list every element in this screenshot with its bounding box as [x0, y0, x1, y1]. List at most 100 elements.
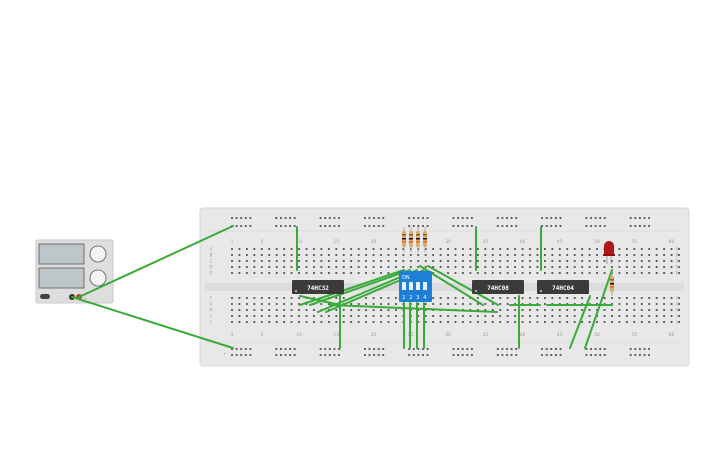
breadboard-hole[interactable] [373, 354, 375, 356]
breadboard-hole[interactable] [305, 248, 308, 250]
breadboard-hole[interactable] [506, 309, 509, 311]
breadboard-hole[interactable] [551, 309, 554, 311]
breadboard-hole[interactable] [424, 254, 427, 256]
breadboard-hole[interactable] [625, 321, 628, 323]
breadboard-hole[interactable] [373, 217, 375, 219]
breadboard-hole[interactable] [618, 248, 621, 250]
dip-toggle-2[interactable] [409, 282, 413, 290]
current-knob[interactable] [89, 269, 107, 287]
breadboard-hole[interactable] [648, 309, 651, 311]
breadboard-hole[interactable] [372, 260, 375, 262]
breadboard-hole[interactable] [596, 321, 598, 323]
breadboard-hole[interactable] [357, 266, 360, 268]
breadboard-hole[interactable] [469, 248, 472, 250]
breadboard-hole[interactable] [231, 348, 233, 350]
breadboard-hole[interactable] [476, 254, 479, 256]
breadboard-hole[interactable] [253, 321, 256, 323]
breadboard-hole[interactable] [521, 309, 524, 311]
breadboard-hole[interactable] [573, 272, 576, 274]
breadboard-hole[interactable] [670, 297, 673, 299]
breadboard-hole[interactable] [327, 254, 330, 256]
breadboard-hole[interactable] [253, 315, 256, 317]
breadboard-hole[interactable] [655, 315, 658, 317]
breadboard-hole[interactable] [462, 315, 464, 317]
breadboard-hole[interactable] [305, 321, 308, 323]
breadboard-hole[interactable] [588, 260, 591, 262]
breadboard-hole[interactable] [422, 225, 424, 227]
breadboard-hole[interactable] [305, 266, 308, 268]
breadboard-hole[interactable] [545, 348, 548, 350]
breadboard-hole[interactable] [447, 248, 449, 250]
breadboard-hole[interactable] [289, 225, 291, 227]
breadboard-hole[interactable] [506, 260, 509, 262]
breadboard-hole[interactable] [275, 254, 278, 256]
breadboard-hole[interactable] [499, 309, 502, 311]
breadboard-hole[interactable] [603, 225, 606, 227]
breadboard-hole[interactable] [284, 348, 287, 350]
breadboard-hole[interactable] [640, 254, 643, 256]
breadboard-hole[interactable] [320, 321, 323, 323]
breadboard-hole[interactable] [327, 303, 330, 305]
breadboard-hole[interactable] [283, 254, 286, 256]
breadboard-hole[interactable] [514, 266, 516, 268]
breadboard-hole[interactable] [551, 321, 554, 323]
breadboard-hole[interactable] [253, 272, 256, 274]
breadboard-hole[interactable] [238, 266, 241, 268]
power-supply[interactable]: + - [35, 239, 114, 304]
breadboard-hole[interactable] [491, 321, 494, 323]
breadboard-hole[interactable] [484, 309, 487, 311]
breadboard-hole[interactable] [244, 217, 247, 219]
breadboard-hole[interactable] [417, 321, 420, 323]
wire-power-negative[interactable] [71, 296, 234, 349]
breadboard-hole[interactable] [432, 266, 435, 268]
breadboard-hole[interactable] [529, 254, 531, 256]
breadboard-hole[interactable] [260, 266, 263, 268]
breadboard-hole[interactable] [491, 315, 494, 317]
wire-power-positive[interactable] [78, 225, 234, 298]
breadboard-hole[interactable] [633, 254, 636, 256]
breadboard-hole[interactable] [290, 272, 293, 274]
breadboard-hole[interactable] [238, 272, 241, 274]
breadboard-hole[interactable] [260, 321, 263, 323]
breadboard-hole[interactable] [253, 266, 256, 268]
breadboard-hole[interactable] [506, 254, 509, 256]
breadboard-hole[interactable] [275, 260, 278, 262]
breadboard-hole[interactable] [327, 315, 330, 317]
breadboard-hole[interactable] [364, 354, 366, 356]
breadboard-hole[interactable] [275, 297, 278, 299]
breadboard-hole[interactable] [382, 354, 385, 356]
breadboard-hole[interactable] [305, 260, 308, 262]
breadboard-hole[interactable] [471, 348, 473, 350]
breadboard-hole[interactable] [335, 321, 338, 323]
breadboard-hole[interactable] [506, 272, 509, 274]
breadboard-hole[interactable] [648, 348, 650, 350]
breadboard-hole[interactable] [238, 297, 241, 299]
breadboard-hole[interactable] [244, 348, 247, 350]
breadboard-hole[interactable] [648, 297, 651, 299]
breadboard-hole[interactable] [231, 266, 233, 268]
breadboard-hole[interactable] [238, 260, 241, 262]
breadboard-hole[interactable] [506, 354, 508, 356]
breadboard-hole[interactable] [541, 348, 543, 350]
breadboard-hole[interactable] [350, 309, 353, 311]
breadboard-hole[interactable] [260, 248, 263, 250]
breadboard-hole[interactable] [663, 254, 665, 256]
breadboard-hole[interactable] [238, 315, 241, 317]
breadboard-hole[interactable] [521, 321, 524, 323]
breadboard-hole[interactable] [510, 217, 513, 219]
breadboard-hole[interactable] [496, 217, 499, 219]
breadboard-hole[interactable] [454, 260, 457, 262]
breadboard-hole[interactable] [447, 266, 449, 268]
breadboard-hole[interactable] [417, 315, 420, 317]
breadboard-hole[interactable] [275, 321, 278, 323]
breadboard-hole[interactable] [521, 266, 524, 268]
breadboard-hole[interactable] [555, 217, 557, 219]
breadboard-hole[interactable] [244, 225, 247, 227]
breadboard-hole[interactable] [235, 354, 238, 356]
breadboard-hole[interactable] [313, 297, 315, 299]
breadboard-hole[interactable] [284, 225, 287, 227]
breadboard-hole[interactable] [395, 303, 397, 305]
breadboard-hole[interactable] [491, 260, 494, 262]
breadboard-hole[interactable] [469, 260, 472, 262]
breadboard-hole[interactable] [328, 348, 331, 350]
